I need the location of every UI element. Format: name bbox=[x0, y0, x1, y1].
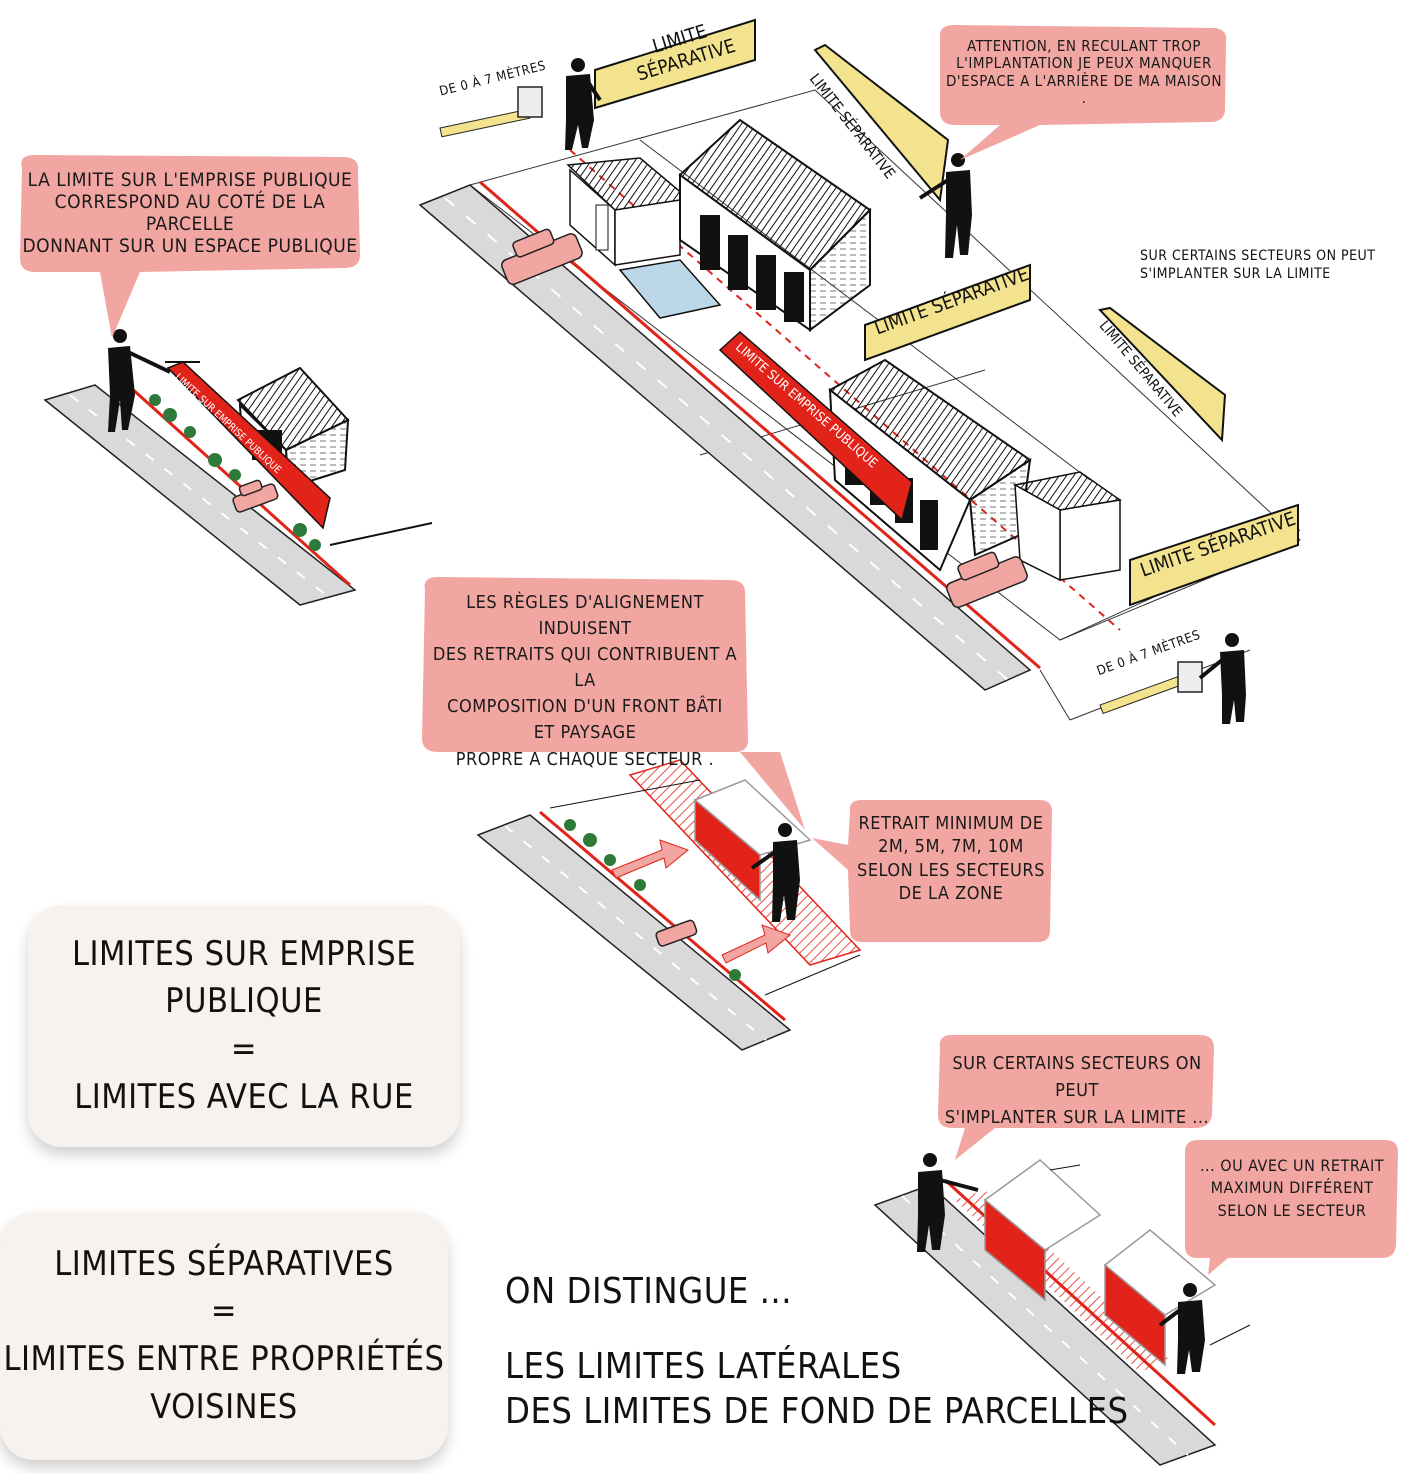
scene-retraits bbox=[476, 759, 862, 1051]
legend-line: VOISINES bbox=[150, 1386, 298, 1427]
bubble-line: RETRAIT MINIMUM DE bbox=[858, 813, 1044, 834]
speech-bubble-shapes bbox=[20, 25, 1398, 1275]
legend-line: LIMITES ENTRE PROPRIÉTÉS bbox=[3, 1339, 445, 1379]
distinction-fond: DES LIMITES DE FOND DE PARCELLES bbox=[505, 1391, 1129, 1432]
bubble-line: S'IMPLANTER SUR LA LIMITE ... bbox=[944, 1107, 1210, 1128]
bubble-retrait-minimum: RETRAIT MINIMUM DE 2m, 5m, 7m, 10m SELON… bbox=[852, 812, 1050, 906]
bubble-implanter-limite: SUR CERTAINS SECTEURS ON PEUT S'IMPLANTE… bbox=[942, 1050, 1212, 1131]
bubble-line: SUR CERTAINS SECTEURS ON PEUT bbox=[952, 1053, 1202, 1101]
legend-separatives: LIMITES SÉPARATIVES = LIMITES ENTRE PROP… bbox=[0, 1212, 448, 1460]
bubble-line: MAXIMUN DIFFÉRENT bbox=[1210, 1178, 1374, 1198]
bubble-line: L'IMPLANTATION JE PEUX MANQUER bbox=[956, 54, 1212, 73]
legend-line: PUBLIQUE bbox=[165, 981, 323, 1022]
bubble-line: CORRESPOND AU COTÉ DE LA PARCELLE bbox=[54, 190, 326, 235]
bubble-line: COMPOSITION D'UN FRONT BÂTI bbox=[447, 696, 723, 718]
bubble-line: 2m, 5m, 7m, 10m bbox=[878, 836, 1024, 858]
bubble-line: ET PAYSAGE bbox=[533, 722, 637, 744]
legend-line: = bbox=[230, 1029, 258, 1069]
scene-main-parcels bbox=[418, 18, 1301, 724]
legend-line: LIMITES AVEC LA RUE bbox=[74, 1076, 414, 1117]
legend-line: LIMITES SUR EMPRISE bbox=[71, 933, 417, 974]
side-note-line: SUR CERTAINS SECTEURS ON PEUT bbox=[1140, 248, 1376, 264]
scene-emprise-small bbox=[43, 329, 433, 606]
bubble-retrait-maximum: ... OU AVEC UN RETRAIT MAXIMUN DIFFÉRENT… bbox=[1186, 1155, 1398, 1222]
bubble-attention: ATTENTION, EN RECULANT TROP L'IMPLANTATI… bbox=[944, 37, 1224, 107]
bubble-line: DES RETRAITS QUI CONTRIBUENT A LA bbox=[432, 644, 738, 692]
legend-line: LIMITES SÉPARATIVES bbox=[54, 1243, 394, 1284]
bubble-line: D'ESPACE A L'ARRIÈRE DE MA MAISON . bbox=[946, 71, 1222, 107]
distinction-intro: ON DISTINGUE ... bbox=[505, 1271, 792, 1312]
legend-line: = bbox=[210, 1291, 238, 1332]
bubble-line: PROPRE A CHAQUE SECTEUR . bbox=[455, 748, 715, 770]
bubble-emprise-definition: LA LIMITE SUR L'EMPRISE PUBLIQUE CORRESP… bbox=[22, 169, 358, 257]
bubble-line: DONNANT SUR UN ESPACE PUBLIQUE bbox=[22, 234, 358, 257]
bubble-line: ATTENTION, EN RECULANT TROP bbox=[966, 37, 1202, 55]
bubble-line: SELON LES SECTEURS bbox=[857, 859, 1045, 881]
side-note-line: S'IMPLANTER SUR LA LIMITE bbox=[1140, 265, 1331, 282]
bubble-line: LA LIMITE SUR L'EMPRISE PUBLIQUE bbox=[27, 169, 353, 191]
legend-emprise: LIMITES SUR EMPRISE PUBLIQUE = LIMITES A… bbox=[28, 905, 460, 1147]
bubble-line: ... OU AVEC UN RETRAIT bbox=[1199, 1156, 1385, 1175]
bubble-alignement: LES RÈGLES D'ALIGNEMENT INDUISENT DES RE… bbox=[424, 590, 746, 773]
bubble-line: LES RÈGLES D'ALIGNEMENT INDUISENT bbox=[466, 592, 704, 640]
side-note: SUR CERTAINS SECTEURS ON PEUT S'IMPLANTE… bbox=[1140, 248, 1375, 283]
distinction-lateral: LES LIMITES LATÉRALES bbox=[505, 1346, 902, 1387]
scene-bottom-right bbox=[873, 1153, 1251, 1466]
bubble-line: DE LA ZONE bbox=[898, 883, 1004, 905]
bubble-line: SELON LE SECTEUR bbox=[1217, 1200, 1367, 1220]
